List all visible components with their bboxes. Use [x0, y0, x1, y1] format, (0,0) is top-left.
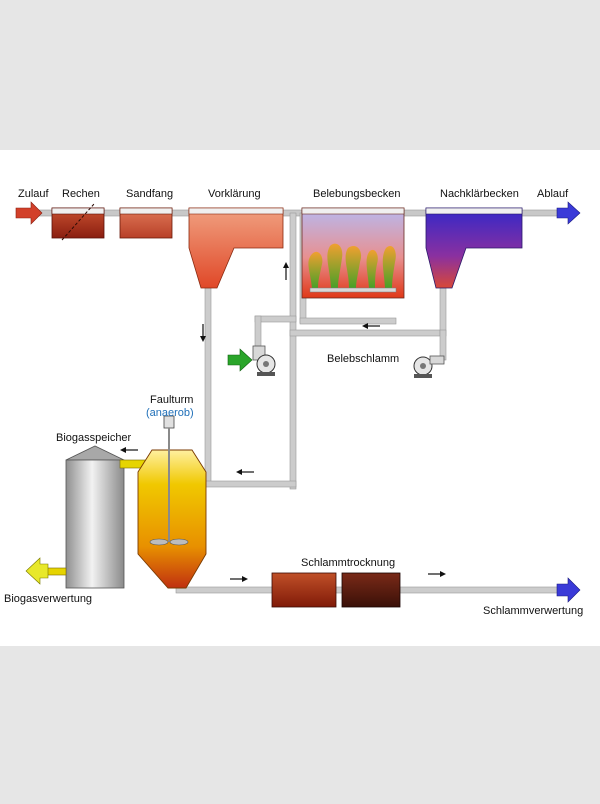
label-faulturm: Faulturm: [150, 394, 194, 406]
label-schlammverwertung: Schlammverwertung: [483, 605, 584, 617]
label-biogasverwertung: Biogasverwertung: [4, 593, 93, 605]
arrow-left-icon: [120, 447, 138, 453]
activated-sludge-flocs-icon: [308, 243, 396, 288]
vorklaerung-tank: [188, 207, 284, 289]
pump-left-icon: [252, 345, 276, 376]
schlammtrocknung-units: [271, 572, 401, 608]
label-ablauf: Ablauf: [537, 188, 569, 200]
arrow-up-icon: [283, 262, 289, 280]
label-rechen: Rechen: [62, 188, 100, 200]
biogasspeicher-silo: [37, 445, 155, 589]
treatment-plant-diagram: [15, 201, 581, 608]
label-zulauf: Zulauf: [18, 188, 49, 200]
label-belebschlamm: Belebschlamm: [327, 353, 400, 365]
belebungsbecken-tank: [301, 207, 405, 299]
label-belebungsbecken: Belebungsbecken: [313, 188, 401, 200]
biogasverwertung-arrow-icon: [25, 557, 49, 585]
label-nachklaerbecken: Nachklärbecken: [440, 188, 519, 200]
green-inflow-arrow-icon: [227, 348, 253, 372]
faulturm-tank: [137, 415, 207, 589]
label-sandfang: Sandfang: [126, 188, 174, 200]
nachklaerbecken-tank: [425, 207, 523, 289]
diagram-canvas: Zulauf Rechen Sandfang Vorklärung Belebu…: [0, 150, 600, 646]
schlammverwertung-arrow-icon: [556, 577, 581, 603]
sandfang-tank: [119, 207, 173, 239]
mixer-blades-icon: [149, 538, 189, 546]
label-anaerob: (anaerob): [146, 407, 194, 419]
ablauf-arrow-icon: [556, 201, 581, 225]
pump-right-icon: [413, 355, 445, 378]
zulauf-arrow-icon: [15, 201, 43, 225]
flow-arrows: [120, 262, 446, 582]
arrow-right-icon: [428, 571, 446, 577]
arrow-right-icon: [230, 576, 248, 582]
label-biogasspeicher: Biogasspeicher: [56, 432, 132, 444]
arrow-down-icon: [200, 324, 206, 342]
rechen-tank: [51, 203, 105, 241]
label-vorklaerung: Vorklärung: [208, 188, 261, 200]
arrow-left-icon: [362, 323, 380, 329]
arrow-left-icon: [236, 469, 254, 475]
label-schlammtrocknung: Schlammtrocknung: [301, 557, 396, 569]
